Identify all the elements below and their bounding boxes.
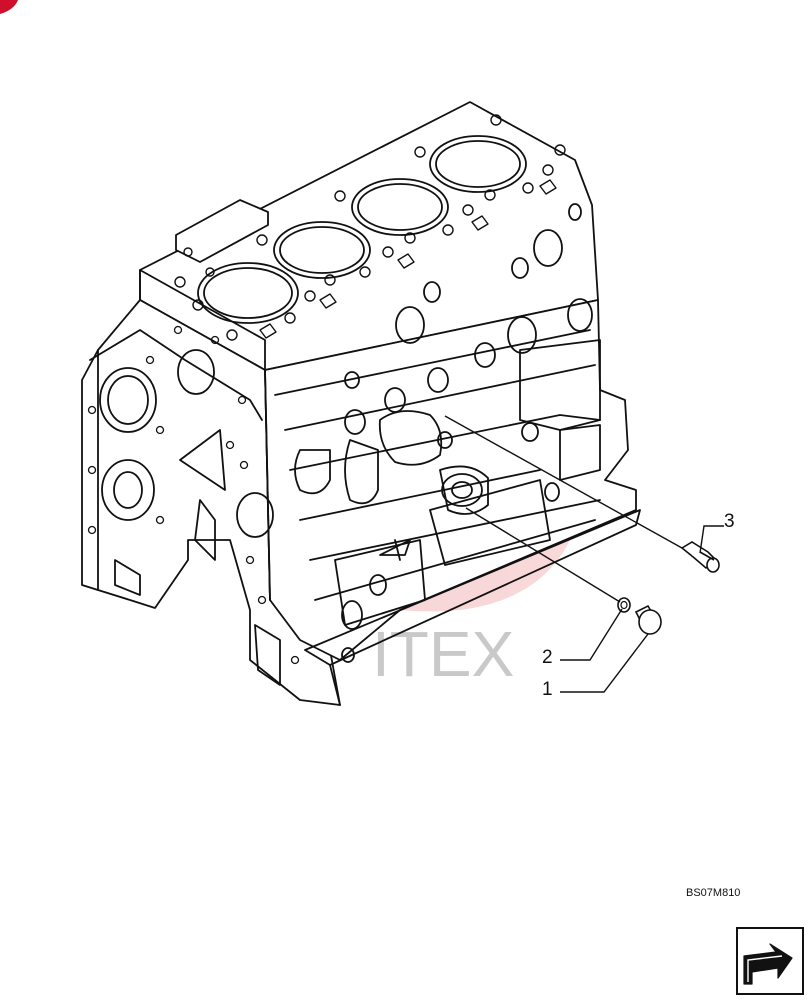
next-page-button[interactable]: [736, 927, 804, 995]
arrow-next-icon: [743, 943, 793, 985]
drawing-code: BS07M810: [686, 887, 740, 899]
callout-2: 2: [542, 647, 553, 668]
part-3-pressure-switch[interactable]: [680, 541, 720, 573]
cylinder-bore-3: [351, 178, 449, 236]
engine-block-illustration: [81, 101, 641, 706]
cylinder-bore-1: [197, 262, 299, 324]
part-1-plug[interactable]: [634, 604, 662, 635]
corner-tab-icon: [0, 0, 18, 14]
cylinder-bore-4: [429, 135, 527, 193]
cylinder-bore-2: [273, 221, 371, 279]
leader-lines: [444, 415, 724, 693]
part-2-washer[interactable]: [617, 597, 631, 613]
callout-1: 1: [542, 679, 553, 700]
watermark-text: ITEX: [372, 618, 514, 690]
callout-3: 3: [724, 511, 735, 532]
